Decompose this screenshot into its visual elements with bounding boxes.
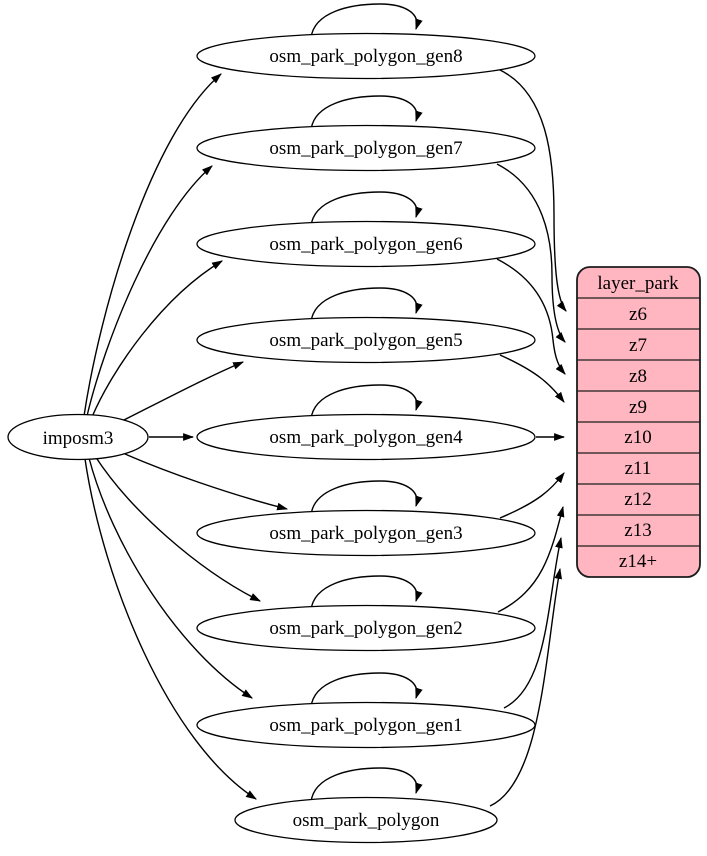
node-gen7-shape <box>196 124 536 172</box>
node-osm-park-polygon-gen4: osm_park_polygon_gen4 <box>196 413 536 461</box>
node-osm-park-polygon: osm_park_polygon <box>234 796 498 844</box>
edge-imposm3-to-gen8 <box>83 73 222 417</box>
edge-gen5-to-z9 <box>499 354 565 403</box>
edge-imposm3-to-gen5 <box>115 361 245 425</box>
node-gen7-label: osm_park_polygon_gen7 <box>269 138 462 159</box>
node-osm-park-polygon-gen8: osm_park_polygon_gen8 <box>196 32 536 80</box>
edge-gen2-to-z12 <box>497 505 565 613</box>
self-loop-gen1 <box>310 672 423 708</box>
edge-imposm3-to-gen3 <box>115 449 289 511</box>
edge-imposm3-to-gen7 <box>86 165 213 417</box>
node-imposm3: imposm3 <box>7 413 149 461</box>
node-polygon-label: osm_park_polygon <box>293 810 440 831</box>
node-gen6-label: osm_park_polygon_gen6 <box>269 234 462 255</box>
self-loop-gen8 <box>310 3 423 39</box>
layer-park-row-z12: z12 <box>624 489 651 510</box>
self-loop-gen6 <box>310 191 423 227</box>
self-loop-gen3 <box>310 480 423 516</box>
edge-gen6-to-z8 <box>496 258 566 375</box>
edge-imposm3-to-polygon <box>84 458 257 800</box>
self-loop-gen4 <box>310 384 423 420</box>
layer-park-row-z7: z7 <box>629 335 647 356</box>
node-gen8-shape <box>196 32 536 80</box>
node-gen2-shape <box>196 604 536 652</box>
node-gen3-shape <box>196 509 536 557</box>
layer-park-row-z6: z6 <box>629 304 647 325</box>
node-osm-park-polygon-gen1: osm_park_polygon_gen1 <box>196 701 536 749</box>
node-imposm3-shape <box>7 413 149 461</box>
node-gen4-shape <box>196 413 536 461</box>
self-loop-polygon <box>310 767 423 803</box>
edge-polygon-to-z14plus <box>489 567 563 807</box>
layer-park-row-z11: z11 <box>625 458 652 479</box>
self-loop-gen5 <box>310 287 423 323</box>
node-gen8-label: osm_park_polygon_gen8 <box>269 46 462 67</box>
node-osm-park-polygon-gen2: osm_park_polygon_gen2 <box>196 604 536 652</box>
layer-park-row-z10: z10 <box>624 427 651 448</box>
layer-park-row-z14plus: z14+ <box>619 551 657 572</box>
edge-gen1-to-z13 <box>503 536 563 709</box>
edge-imposm3-to-gen6 <box>91 260 223 418</box>
edge-imposm3-to-gen2 <box>94 455 261 602</box>
node-osm-park-polygon-gen3: osm_park_polygon_gen3 <box>196 509 536 557</box>
node-gen3-label: osm_park_polygon_gen3 <box>269 523 462 544</box>
layer-park-row-z8: z8 <box>629 366 647 387</box>
node-gen1-label: osm_park_polygon_gen1 <box>269 715 462 736</box>
node-gen4-label: osm_park_polygon_gen4 <box>269 427 463 448</box>
node-imposm3-label: imposm3 <box>43 428 114 449</box>
node-osm-park-polygon-gen6: osm_park_polygon_gen6 <box>196 220 536 268</box>
node-gen1-shape <box>196 701 536 749</box>
edge-imposm3-to-gen1 <box>88 457 253 699</box>
layer-park-row-z9: z9 <box>629 397 647 418</box>
layer-park-row-z13: z13 <box>624 520 651 541</box>
node-gen5-label: osm_park_polygon_gen5 <box>269 330 462 351</box>
node-gen5-shape <box>196 316 536 364</box>
edge-gen7-to-z7 <box>496 163 566 343</box>
layer-park-title: layer_park <box>597 273 679 294</box>
self-loop-gen7 <box>310 95 423 131</box>
node-osm-park-polygon-gen7: osm_park_polygon_gen7 <box>196 124 536 172</box>
self-loop-gen2 <box>310 575 423 611</box>
node-osm-park-polygon-gen5: osm_park_polygon_gen5 <box>196 316 536 364</box>
node-gen2-label: osm_park_polygon_gen2 <box>269 618 462 639</box>
node-polygon-shape <box>234 796 498 844</box>
node-layer-park: layer_park z6 z7 z8 z9 z10 z11 z12 z13 z… <box>576 266 701 578</box>
edge-gen3-to-z11 <box>499 472 565 519</box>
node-gen6-shape <box>196 220 536 268</box>
edge-gen8-to-z6 <box>497 68 567 312</box>
